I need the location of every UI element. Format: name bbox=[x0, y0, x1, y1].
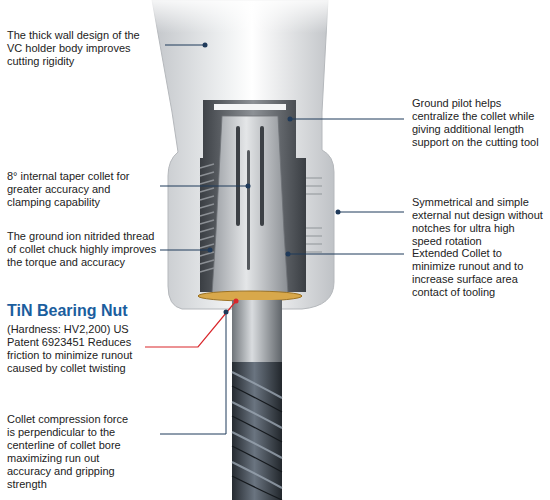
callout-text: The thick wall design of the VC holder b… bbox=[7, 29, 157, 68]
callout-text: Symmetrical and simple external nut desi… bbox=[412, 196, 546, 248]
callout-heading: TiN Bearing Nut bbox=[7, 301, 177, 320]
callout-text: The ground ion nitrided thread of collet… bbox=[7, 230, 157, 269]
callout-text: Collet compression force is perpendicula… bbox=[7, 413, 129, 491]
callout-text: 8° internal taper collet for greater acc… bbox=[7, 170, 157, 209]
callout-text: (Hardness: HV2,200) US Patent 6923451 Re… bbox=[7, 323, 137, 375]
callout-text: Extended Collet to minimize runout and t… bbox=[412, 247, 546, 299]
callout-text: Ground pilot helps centralize the collet… bbox=[412, 97, 546, 149]
